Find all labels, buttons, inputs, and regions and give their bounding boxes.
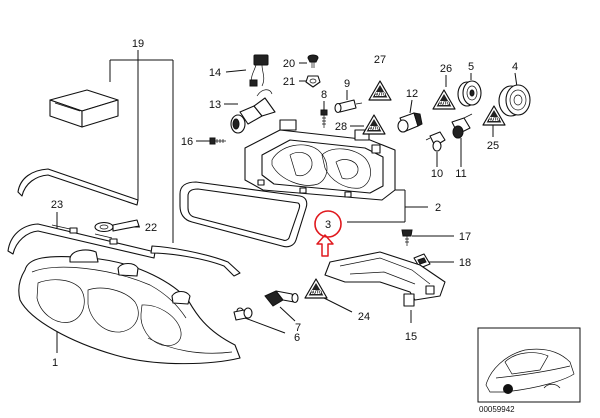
label-part-7: 7 [295, 322, 301, 334]
part-23-trim-strips [7, 168, 241, 277]
label-part-26: 26 [440, 63, 452, 75]
label-part-22: 22 [145, 222, 157, 234]
part-6-side-bulb [233, 307, 253, 321]
part-number-labels: 1 2 3 4 5 6 7 8 9 10 11 12 13 14 15 16 1… [51, 38, 518, 369]
part-14-connector [249, 54, 269, 87]
part-3-gasket [179, 181, 308, 248]
svg-text:AUTO: AUTO [368, 126, 381, 131]
part-19-bulb-box [49, 89, 119, 128]
label-part-10: 10 [431, 168, 443, 180]
part-28-warning-label: AUTO [362, 114, 386, 135]
label-part-25: 25 [487, 140, 499, 152]
svg-text:AUTO: AUTO [438, 101, 451, 106]
label-part-13: 13 [209, 99, 221, 111]
label-part-24: 24 [358, 311, 370, 323]
part-5-cap [457, 80, 482, 107]
part-2-reflector-frame [244, 119, 396, 201]
part-10-socket [425, 131, 446, 152]
part-24-warning-label: AUTO [304, 278, 328, 299]
label-part-9: 9 [344, 78, 350, 90]
label-part-17: 17 [459, 231, 471, 243]
label-part-4: 4 [512, 61, 518, 73]
label-part-3: 3 [325, 219, 331, 231]
part-11-socket [451, 113, 473, 139]
part-3-highlight [314, 210, 342, 257]
label-part-1: 1 [52, 357, 58, 369]
part-7-bulb-socket [264, 290, 299, 307]
label-part-28: 28 [335, 121, 347, 133]
label-part-2: 2 [435, 202, 441, 214]
label-part-14: 14 [209, 67, 221, 79]
part-13-main-bulb [230, 89, 276, 134]
part-16-screw [209, 137, 226, 145]
part-22-washer-tab [94, 219, 140, 233]
part-27-warning-label: AUTO [368, 80, 392, 101]
part-25-warning-label: AUTO [482, 105, 506, 126]
part-1-headlamp-lens [18, 249, 244, 365]
part-17-screw [401, 229, 413, 246]
label-part-15: 15 [405, 331, 417, 343]
svg-text:AUTO: AUTO [310, 290, 323, 295]
label-part-8: 8 [321, 89, 327, 101]
part-8-adjuster [320, 109, 328, 128]
catalog-number: 00059942 [479, 405, 515, 414]
vehicle-location-inset [477, 327, 581, 403]
part-9-adjuster-screw [334, 99, 363, 114]
svg-text:AUTO: AUTO [488, 117, 501, 122]
svg-text:AUTO: AUTO [374, 92, 387, 97]
label-part-11: 11 [455, 168, 466, 180]
label-part-12: 12 [406, 88, 418, 100]
part-21-nut [305, 75, 321, 88]
part-20-clip [307, 54, 319, 68]
label-part-6: 6 [294, 332, 300, 344]
label-part-19: 19 [132, 38, 144, 50]
leader-lines [56, 50, 518, 353]
label-part-5: 5 [468, 61, 474, 73]
label-part-23: 23 [51, 199, 63, 211]
part-15-bracket [324, 251, 446, 307]
label-part-21: 21 [283, 76, 295, 88]
label-part-16: 16 [181, 136, 193, 148]
label-part-27: 27 [374, 54, 386, 66]
label-part-18: 18 [459, 257, 471, 269]
part-12-bulb-holder [397, 112, 423, 133]
label-part-20: 20 [283, 58, 295, 70]
part-4-cap [498, 84, 531, 117]
part-26-warning-label: AUTO [432, 89, 456, 110]
